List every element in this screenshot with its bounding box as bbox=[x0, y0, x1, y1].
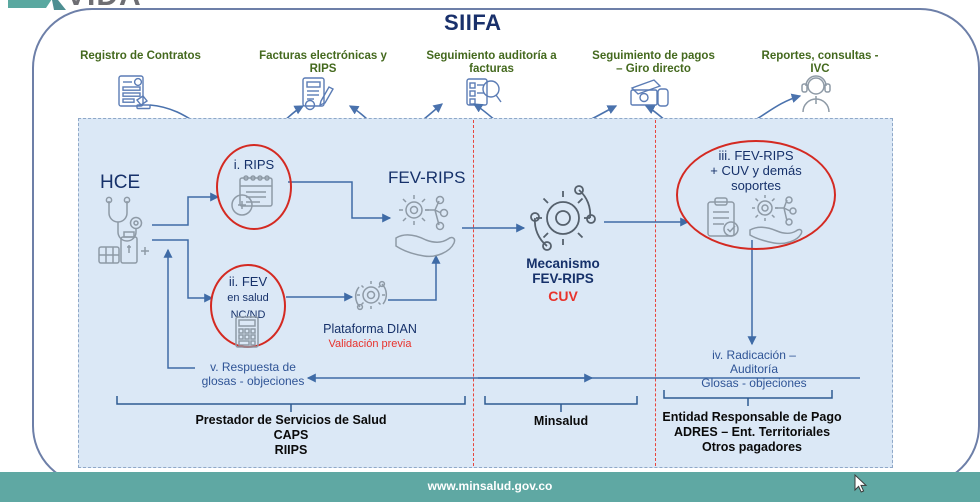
gear-cycle-icon bbox=[354, 280, 388, 311]
cuv-label: CUV bbox=[548, 288, 578, 304]
step-iv-label: iv. Radicación – Auditoría Glosas - obje… bbox=[664, 348, 844, 390]
dian-label: Plataforma DIAN bbox=[323, 322, 417, 336]
page-title: SIIFA bbox=[444, 10, 502, 35]
step-iii-line3: soportes bbox=[731, 178, 781, 193]
gear-hand-icon bbox=[395, 195, 456, 258]
actor-minsalud: Minsalud bbox=[501, 414, 621, 429]
actor-prestador-line3: RIIPS bbox=[274, 443, 308, 457]
top-label-text: Registro de Contratos bbox=[80, 50, 201, 62]
step-iii-label: iii. FEV-RIPS + CUV y demás soportes bbox=[676, 148, 836, 193]
divider-minsalud-right bbox=[655, 120, 656, 466]
actor-pagador-line3: Otros pagadores bbox=[701, 440, 803, 454]
agent-headset-icon bbox=[801, 75, 831, 113]
step-ii-line2: en salud bbox=[227, 292, 269, 304]
mecanismo-line1: Mecanismo bbox=[526, 256, 600, 271]
footer-url: www.minsalud.gov.co bbox=[427, 479, 553, 493]
actor-prestador: Prestador de Servicios de Salud CAPS RII… bbox=[155, 413, 427, 458]
step-v-label: v. Respuesta de glosas - objeciones bbox=[178, 360, 328, 388]
gear-hand-icon bbox=[749, 195, 803, 245]
step-ii-line1: ii. FEV bbox=[228, 274, 268, 289]
footer-bar: www.minsalud.gov.co bbox=[0, 472, 980, 502]
step-iv-line3: Glosas - objeciones bbox=[701, 376, 807, 390]
contract-document-icon bbox=[118, 75, 151, 110]
top-label-registro-contratos: Registro de Contratos bbox=[58, 50, 223, 63]
step-ii-label: ii. FEV en salud NC/ND bbox=[210, 274, 286, 323]
step-i-label: i. RIPS bbox=[233, 157, 275, 172]
top-label-text: Seguimiento de pagos – Giro directo bbox=[592, 50, 715, 75]
step-iii-line2: + CUV y demás bbox=[710, 163, 802, 178]
fevrips-label: FEV-RIPS bbox=[388, 168, 466, 187]
mecanismo-line2: FEV-RIPS bbox=[532, 271, 594, 286]
gear-network-icon bbox=[530, 185, 596, 251]
dian-sublabel: Validación previa bbox=[328, 338, 412, 350]
top-label-text: Reportes, consultas - IVC bbox=[761, 50, 879, 75]
step-iv-line2: Auditoría bbox=[729, 362, 779, 376]
top-label-seguimiento-auditoria: Seguimiento auditoría a facturas bbox=[404, 50, 579, 76]
actor-pagador-line2: ADRES – Ent. Territoriales bbox=[673, 425, 831, 439]
top-label-facturas-electronicas: Facturas electrónicas y RIPS bbox=[238, 50, 408, 76]
actor-pagador: Entidad Responsable de Pago ADRES – Ent.… bbox=[646, 410, 858, 455]
top-label-text: Facturas electrónicas y RIPS bbox=[259, 50, 387, 75]
actor-prestador-line2: CAPS bbox=[273, 428, 309, 442]
top-label-reportes-consultas: Reportes, consultas - IVC bbox=[745, 50, 895, 76]
step-i-rips-ellipse bbox=[216, 144, 292, 230]
step-iii-ellipse bbox=[676, 140, 836, 250]
top-label-text: Seguimiento auditoría a facturas bbox=[426, 50, 557, 75]
actor-pagador-line1: Entidad Responsable de Pago bbox=[662, 410, 842, 424]
step-ii-line3: NC/ND bbox=[230, 309, 266, 321]
money-payment-icon bbox=[630, 79, 669, 107]
divider-minsalud-left bbox=[473, 120, 474, 466]
hce-label: HCE bbox=[100, 172, 141, 193]
actor-minsalud-line1: Minsalud bbox=[533, 414, 589, 428]
clipboard-check-icon bbox=[707, 197, 739, 237]
step-v-line2: glosas - objeciones bbox=[201, 374, 305, 388]
mouse-cursor bbox=[854, 473, 868, 493]
calculator-invoice-icon bbox=[235, 316, 259, 348]
stethoscope-medicine-icon bbox=[98, 196, 149, 264]
step-iii-line1: iii. FEV-RIPS bbox=[718, 148, 794, 163]
mecanismo-label: Mecanismo FEV-RIPS bbox=[503, 256, 623, 286]
medical-records-calendar-icon bbox=[231, 175, 273, 216]
checklist-magnifier-icon bbox=[466, 78, 502, 106]
top-label-seguimiento-pagos: Seguimiento de pagos – Giro directo bbox=[576, 50, 731, 76]
invoice-pen-icon bbox=[302, 77, 334, 111]
actor-prestador-line1: Prestador de Servicios de Salud bbox=[195, 413, 387, 427]
step-v-line1: v. Respuesta de bbox=[210, 360, 296, 374]
step-iv-line1: iv. Radicación – bbox=[712, 348, 796, 362]
